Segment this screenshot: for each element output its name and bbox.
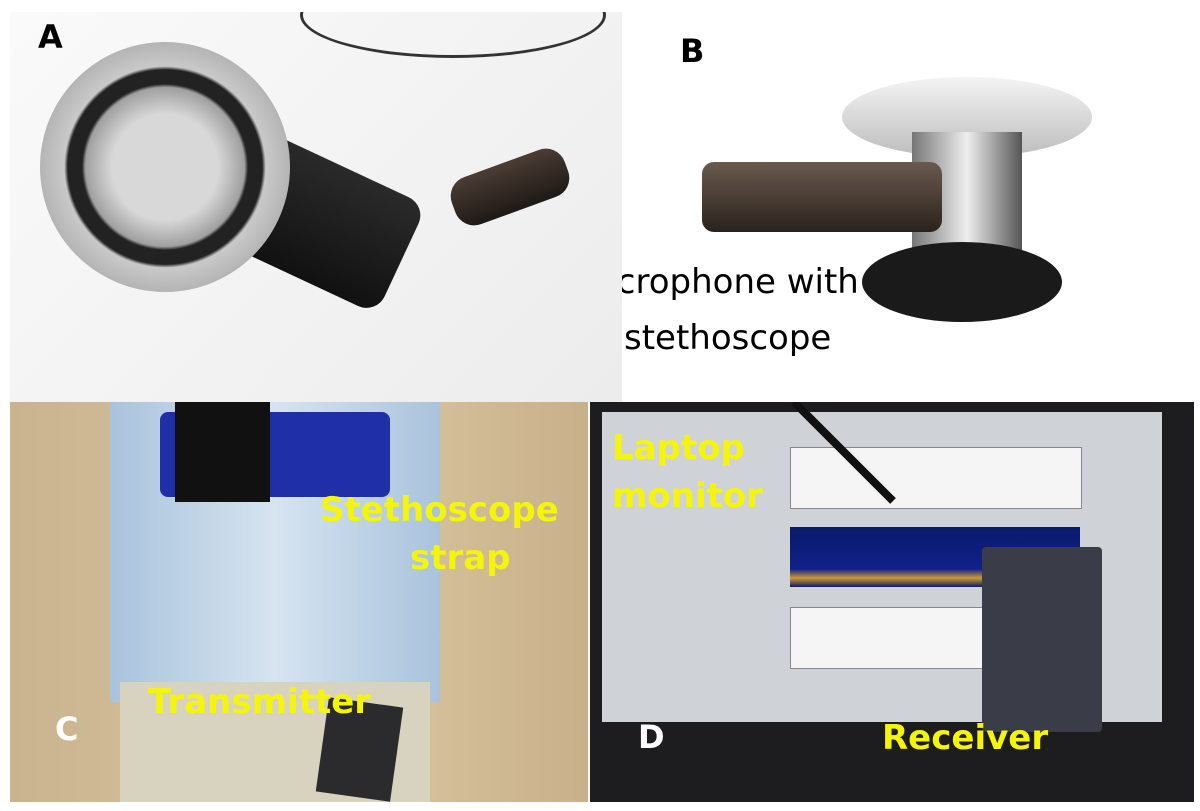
panel-letter-b: B [680,32,705,70]
label-stethoscope-strap-line2: strap [410,538,511,578]
label-transmitter: Transmitter [148,682,372,722]
microphone [445,142,575,232]
panel-b-microphone-photo: B Microphone with stethoscope [622,12,1178,402]
panel-c-wearable-photo: Stethoscope strap Transmitter C [10,402,588,802]
stethoscope-chestpiece [40,42,290,292]
stethoscope-base [862,242,1062,322]
panel-letter-d: D [638,718,665,756]
caption-microphone-line1: Microphone with [622,262,859,302]
strap-pad [175,402,270,502]
caption-microphone-line2: stethoscope [624,318,832,358]
label-stethoscope-strap-line1: Stethoscope [320,490,559,530]
waveform-plot [790,447,1082,509]
panel-d-laptop-photo: Laptop monitor Receiver D [590,402,1194,802]
label-laptop-monitor-line1: Laptop [612,428,745,468]
receiver-device [982,547,1102,732]
label-receiver: Receiver [882,718,1049,758]
panel-letter-a: A [38,18,63,56]
label-laptop-monitor-line2: monitor [612,476,764,516]
panel-letter-c: C [55,710,79,748]
microphone-body [702,162,942,232]
panel-a-stethoscope-photo: A [10,12,622,402]
cable [300,12,606,58]
